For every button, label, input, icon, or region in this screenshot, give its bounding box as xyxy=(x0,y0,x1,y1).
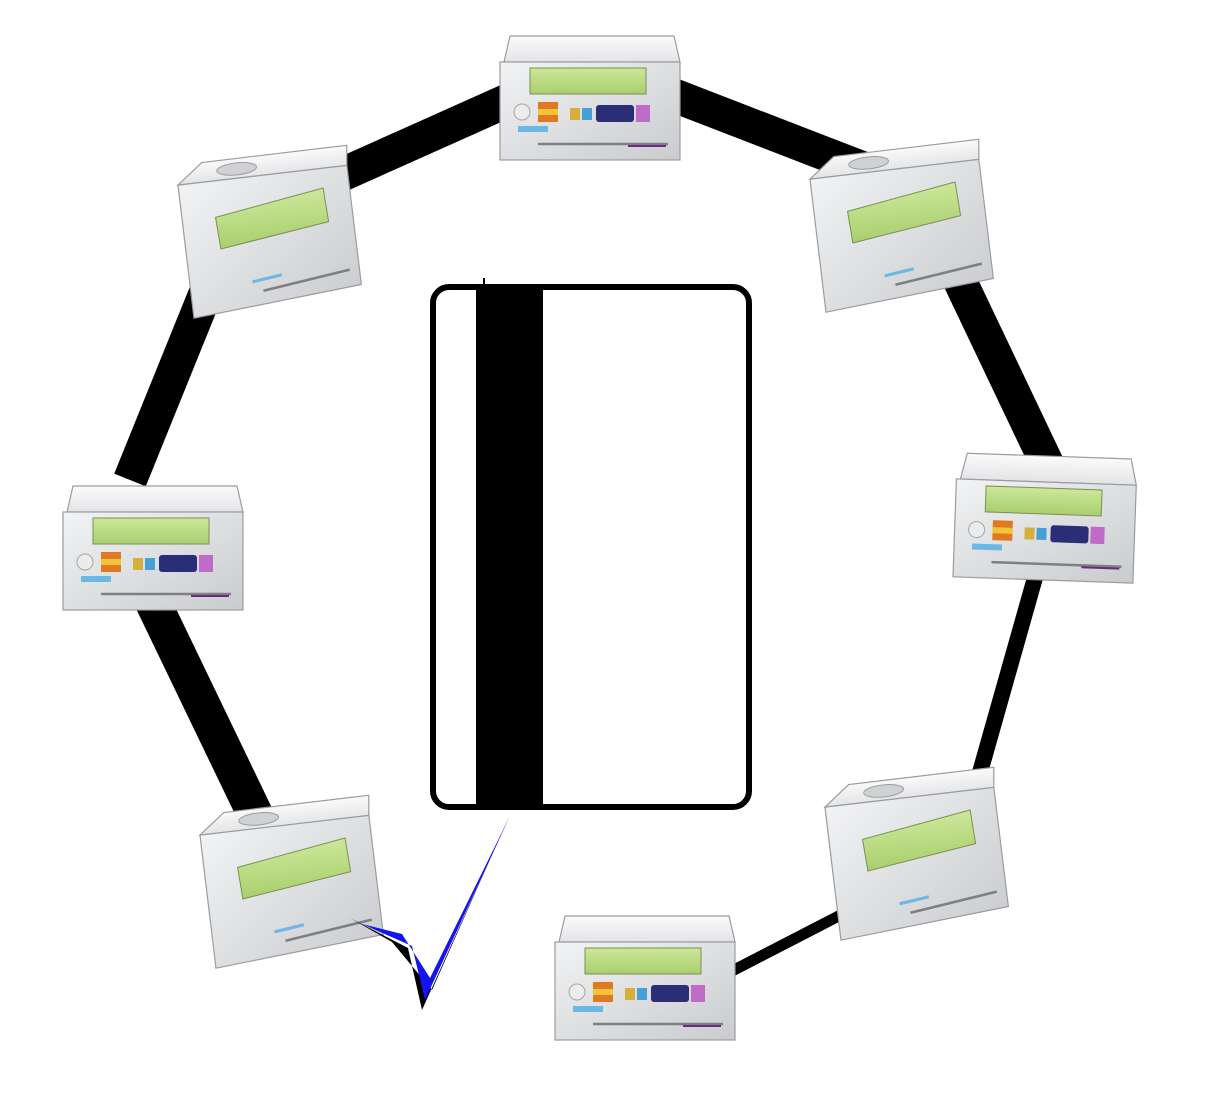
terminal-right xyxy=(953,453,1137,583)
link-right-lower-right xyxy=(975,560,1040,790)
card-reader-terminal-icon xyxy=(63,486,243,610)
terminal-left xyxy=(63,486,243,610)
magnetic-stripe-card xyxy=(433,278,749,807)
card-reader-terminal-icon xyxy=(176,145,363,318)
link-upper-right-right xyxy=(950,260,1050,470)
terminal-bottom xyxy=(555,916,735,1040)
terminal-upper-left xyxy=(176,145,363,318)
magnetic-stripe xyxy=(476,287,543,807)
terminal-lower-right xyxy=(823,767,1010,940)
card-reader-terminal-icon xyxy=(198,795,385,968)
terminal-lower-left xyxy=(198,795,385,968)
link-upper-left-top xyxy=(330,95,520,180)
card-reader-terminal-icon xyxy=(500,36,680,160)
card-reader-terminal-icon xyxy=(823,767,1010,940)
card-reader-terminal-icon xyxy=(953,453,1137,583)
card-reader-terminal-icon xyxy=(555,916,735,1040)
terminal-top xyxy=(500,36,680,160)
